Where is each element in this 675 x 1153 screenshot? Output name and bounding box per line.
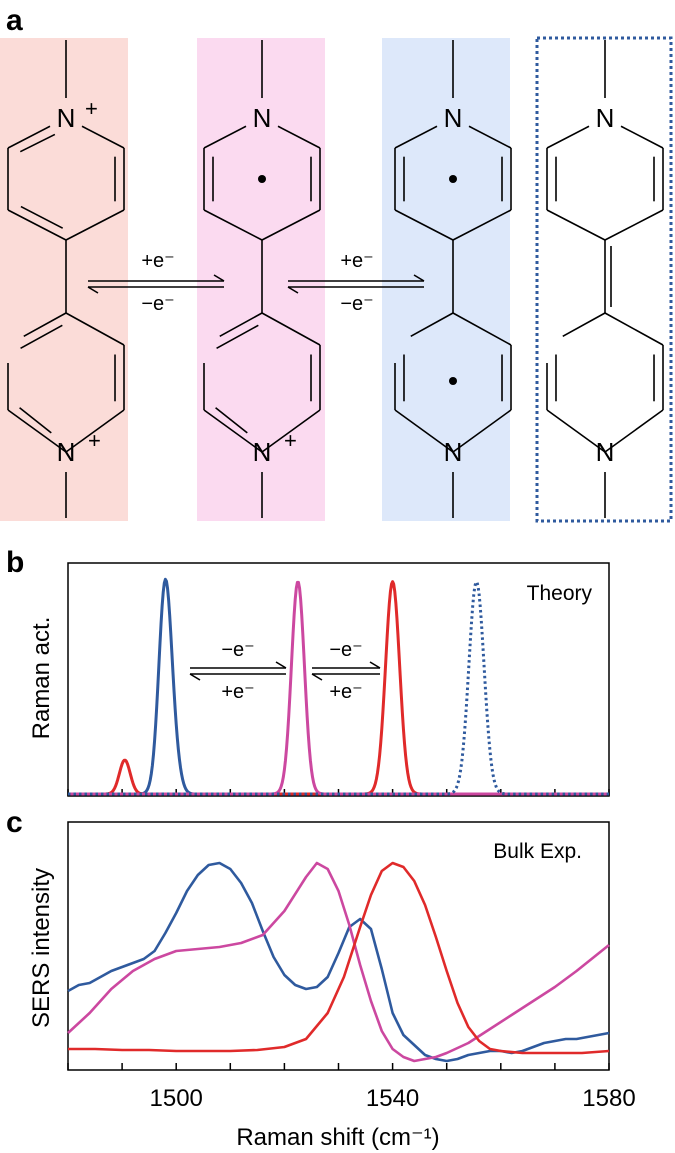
nitrogen-atom-label: N [57, 103, 76, 133]
theory-arrow-2-bottom: +e⁻ [329, 681, 362, 703]
ring-bond [203, 209, 263, 241]
nitrogen-atom-label: N [444, 103, 463, 133]
theory-arrow-2 [311, 661, 381, 681]
panel-c-ticks: 1500 1540 1580 [67, 1063, 636, 1112]
ring-bond [452, 209, 512, 241]
positive-charge-label: + [88, 428, 101, 453]
radical-cation-background [197, 38, 325, 521]
theory-arrow-1-bottom: +e⁻ [221, 681, 254, 703]
arrow-2-bottom-label: −e⁻ [340, 293, 373, 315]
ring-bond [394, 209, 454, 241]
ring-bond [7, 209, 67, 241]
dication-background [0, 38, 128, 521]
ring-bond [7, 409, 67, 453]
experiment-series-line [68, 861, 610, 1055]
x-tick-label: 1580 [582, 1085, 635, 1112]
ring-bond [410, 312, 454, 338]
panel-b-ylabel: Raman act. [28, 617, 55, 740]
quinoid-structure-box [535, 36, 673, 523]
nitrogen-atom-label: N [253, 437, 272, 467]
positive-charge-label: + [284, 428, 297, 453]
ring-bond [261, 409, 321, 453]
ring-bond [7, 125, 51, 149]
double-bond [215, 407, 248, 434]
double-bond [19, 133, 56, 153]
theory-arrow-1-top: −e⁻ [221, 639, 254, 661]
ring-bond [546, 409, 606, 453]
ring-bond [219, 312, 263, 338]
x-tick-label: 1540 [366, 1085, 419, 1112]
neutral-background [382, 38, 510, 521]
ring-bond [203, 409, 263, 453]
radical-dot [258, 175, 266, 183]
ring-bond [277, 125, 321, 149]
nitrogen-atom-label: N [596, 437, 615, 467]
panel-c-label: c [6, 806, 23, 839]
ring-bond [203, 125, 247, 149]
arrow-2-top-label: +e⁻ [340, 250, 373, 272]
ring-bond [604, 409, 664, 453]
nitrogen-atom-label: N [253, 103, 272, 133]
panel-c-ylabel: SERS intensity [28, 868, 55, 1028]
x-tick-label: 1500 [150, 1085, 203, 1112]
ring-bond [394, 125, 438, 149]
theory-arrow-1 [189, 661, 287, 681]
nitrogen-atom-label: N [596, 103, 615, 133]
panel-b-label: b [6, 546, 24, 579]
ring-bond [546, 209, 606, 241]
ring-bond [81, 125, 125, 149]
panel-c-xlabel: Raman shift (cm⁻¹) [236, 1124, 439, 1151]
radical-dot [449, 175, 457, 183]
nitrogen-atom-label: N [444, 437, 463, 467]
theory-arrow-2-top: −e⁻ [329, 639, 362, 661]
redox-arrow-1 [87, 274, 225, 294]
ring-bond [620, 125, 664, 149]
ring-bond [452, 312, 512, 346]
arrow-1-top-label: +e⁻ [141, 250, 174, 272]
double-bond [19, 407, 52, 434]
ring-bond [604, 312, 664, 346]
double-bond [216, 324, 259, 350]
radical-dot [449, 377, 457, 385]
positive-charge-label: + [85, 96, 98, 121]
molecule-structures [7, 40, 664, 518]
ring-bond [261, 209, 321, 241]
ring-bond [23, 312, 67, 338]
ring-bond [468, 125, 512, 149]
double-bond [20, 324, 63, 350]
experiment-series-line [67, 861, 610, 1063]
panel-b-series [67, 577, 610, 796]
double-bond [20, 205, 64, 229]
theory-series-line [67, 580, 610, 796]
ring-bond [394, 409, 454, 453]
panel-a-label: a [6, 4, 23, 37]
ring-bond [261, 312, 321, 346]
arrow-1-bottom-label: −e⁻ [141, 293, 174, 315]
panel-c-tag: Bulk Exp. [493, 840, 582, 863]
panel-b-tag: Theory [527, 582, 593, 605]
nitrogen-atom-label: N [57, 437, 76, 467]
ring-bond [562, 312, 606, 338]
panel-c-series [67, 861, 610, 1063]
ring-bond [65, 409, 125, 453]
ring-bond [604, 209, 664, 241]
ring-bond [65, 209, 125, 241]
atom-labels: N N + + N N + N N N N [57, 96, 615, 467]
ring-bond [65, 312, 125, 346]
redox-arrow-2 [287, 274, 425, 294]
ring-bond [546, 125, 590, 149]
ring-bond [452, 409, 512, 453]
